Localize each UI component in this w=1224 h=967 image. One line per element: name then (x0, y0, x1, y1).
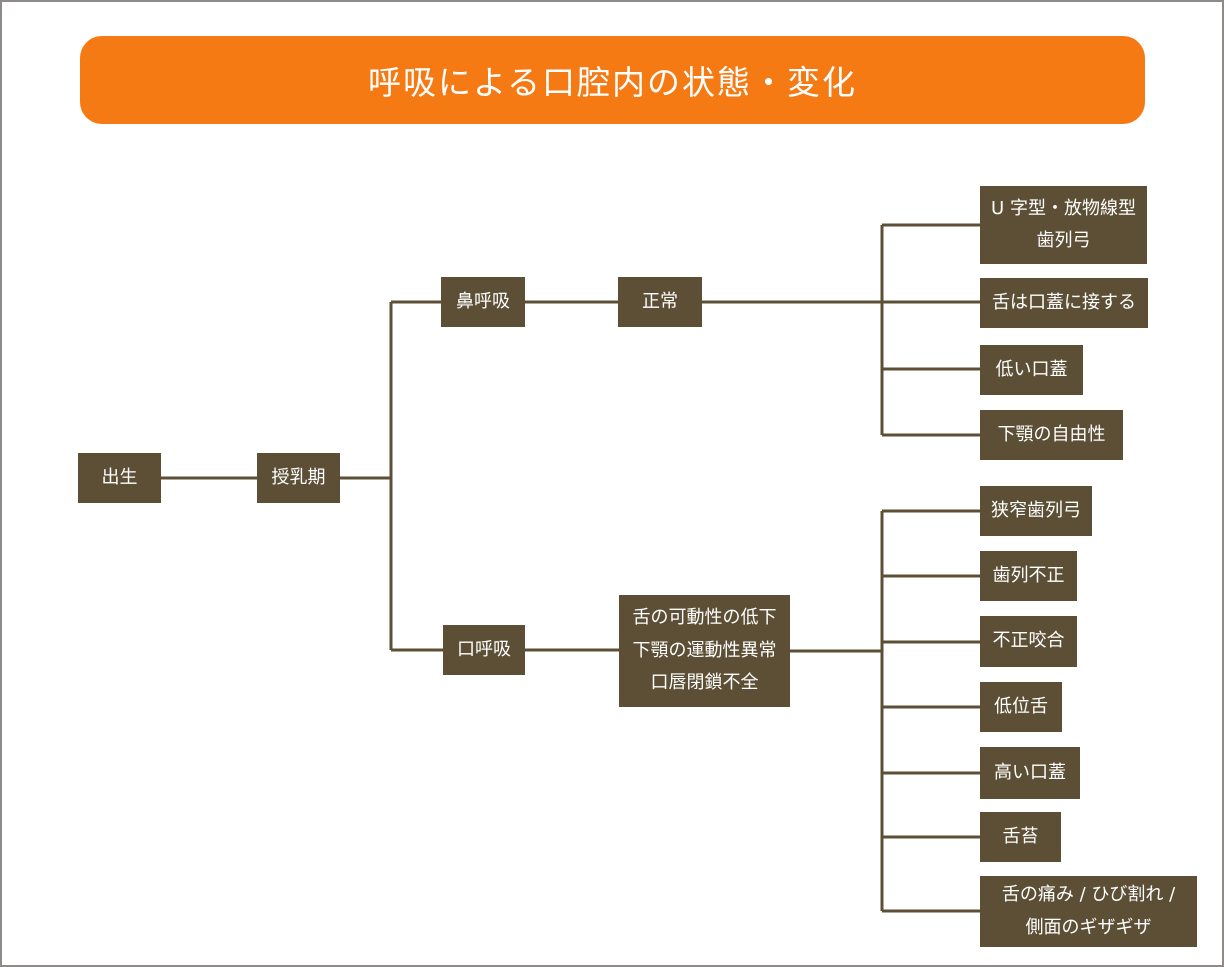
outcome-dental-misalignment: 歯列不正 (980, 551, 1077, 601)
node-label-line: 舌の痛み / ひび割れ / (1001, 884, 1176, 906)
page-title: 呼吸による口腔内の状態・変化 (367, 63, 857, 102)
outcome-u-shaped-dental-arch: U 字型・放物線型 歯列弓 (980, 186, 1147, 264)
node-label-line: 側面のギザギザ (1025, 916, 1152, 938)
outcome-mandible-freedom: 下顎の自由性 (980, 410, 1123, 460)
title-banner: 呼吸による口腔内の状態・変化 (80, 36, 1145, 124)
node-label: 出生 (101, 466, 138, 488)
node-label: 低い口蓋 (995, 358, 1068, 380)
outcome-tongue-pain-cracks: 舌の痛み / ひび割れ / 側面のギザギザ (980, 876, 1197, 947)
node-label: 歯列不正 (992, 564, 1065, 586)
node-label: 低位舌 (994, 695, 1048, 717)
node-nasal-breathing: 鼻呼吸 (441, 277, 525, 327)
node-mouth-breathing: 口呼吸 (443, 625, 525, 675)
node-birth: 出生 (78, 453, 161, 503)
outcome-malocclusion: 不正咬合 (980, 616, 1077, 667)
outcome-low-palate: 低い口蓋 (980, 345, 1083, 395)
node-mouth-breathing-effects: 舌の可動性の低下 下顎の運動性異常 口唇閉鎖不全 (619, 595, 790, 707)
node-label-line: 歯列弓 (1036, 230, 1091, 251)
outcome-tongue-touches-palate: 舌は口蓋に接する (980, 278, 1148, 328)
node-label-line: U 字型・放物線型 (991, 197, 1136, 219)
node-label-line: 口唇閉鎖不全 (650, 672, 759, 694)
node-label: 狭窄歯列弓 (991, 499, 1081, 521)
node-label: 下顎の自由性 (997, 423, 1106, 445)
node-label: 高い口蓋 (994, 761, 1066, 783)
node-label: 不正咬合 (992, 630, 1065, 652)
outcome-high-palate: 高い口蓋 (980, 747, 1080, 799)
outcome-tongue-coating: 舌苔 (980, 812, 1061, 862)
node-label: 舌は口蓋に接する (992, 291, 1136, 313)
node-nursing-period: 授乳期 (257, 453, 340, 503)
tree-connector-path (161, 223, 980, 913)
node-label-line: 下顎の運動性異常 (632, 639, 777, 661)
outcome-low-tongue-position: 低位舌 (980, 682, 1062, 732)
outcome-narrow-dental-arch: 狭窄歯列弓 (980, 486, 1092, 536)
node-label: 鼻呼吸 (456, 290, 510, 312)
node-label-line: 舌の可動性の低下 (632, 607, 777, 629)
node-normal: 正常 (618, 277, 702, 327)
node-label: 口呼吸 (457, 638, 511, 660)
node-label: 授乳期 (271, 466, 326, 488)
node-label: 舌苔 (1002, 825, 1039, 847)
node-label: 正常 (642, 290, 678, 312)
